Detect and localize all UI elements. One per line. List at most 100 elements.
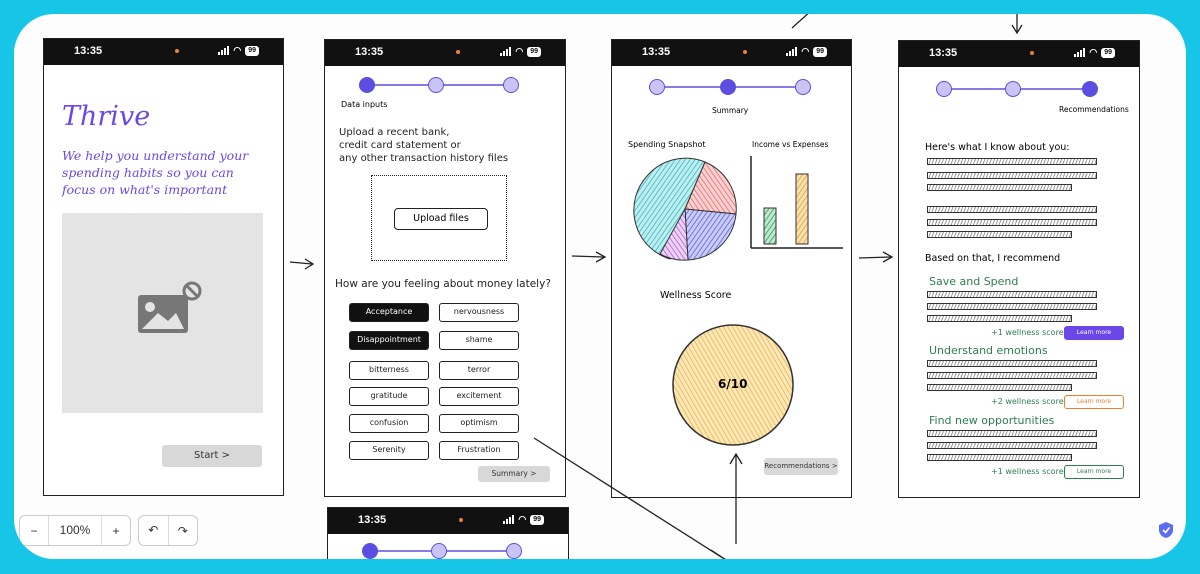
recommendation-title: Save and Spend xyxy=(929,275,1019,288)
feeling-chip[interactable]: shame xyxy=(439,331,519,350)
battery-icon: 99 xyxy=(527,46,541,57)
text-placeholder xyxy=(927,219,1097,226)
text-placeholder xyxy=(927,315,1072,322)
step-1 xyxy=(936,81,952,97)
feeling-chip[interactable]: optimism xyxy=(439,414,519,433)
battery-icon: 99 xyxy=(813,46,827,57)
know-title: Here's what I know about you: xyxy=(925,142,1070,153)
status-icons: ◠ 99 xyxy=(786,46,827,57)
text-placeholder xyxy=(927,372,1097,379)
based-title: Based on that, I recommend xyxy=(925,253,1061,264)
feeling-chip[interactable]: Frustration xyxy=(439,441,519,460)
text-placeholder xyxy=(927,430,1097,437)
wifi-icon: ◠ xyxy=(515,46,524,56)
battery-icon: 99 xyxy=(245,45,259,56)
feeling-chip[interactable]: Disappointment xyxy=(349,331,429,350)
recommendation-title: Understand emotions xyxy=(929,344,1048,357)
text-placeholder xyxy=(927,206,1097,213)
feeling-chip[interactable]: nervousness xyxy=(439,303,519,322)
upload-files-button[interactable]: Upload files xyxy=(394,208,488,230)
status-dot xyxy=(175,49,179,53)
zoom-level[interactable]: 100% xyxy=(48,516,102,545)
wellness-score-badge: +1 wellness score xyxy=(991,467,1064,476)
pie-slice-red xyxy=(684,161,737,215)
text-placeholder xyxy=(927,454,1072,461)
wifi-icon: ◠ xyxy=(1089,47,1098,57)
feeling-chip[interactable]: bitterness xyxy=(349,361,429,380)
feeling-chip[interactable]: excitement xyxy=(439,387,519,406)
step-1 xyxy=(649,79,665,95)
redo-button[interactable]: ↷ xyxy=(177,523,188,538)
progress-stepper xyxy=(362,543,522,559)
text-placeholder xyxy=(927,172,1097,179)
upload-text-line-1: Upload a recent bank, xyxy=(339,127,450,138)
summary-button[interactable]: Summary > xyxy=(478,466,550,482)
status-bar: 13:35 ◠ 99 xyxy=(612,40,851,66)
wifi-icon: ◠ xyxy=(801,46,810,56)
upload-instructions: Upload a recent bank, credit card statem… xyxy=(339,126,508,165)
upload-text-line-2: credit card statement or xyxy=(339,140,461,151)
step-label: Recommendations xyxy=(1059,105,1129,114)
income-expenses-title: Income vs Expenses xyxy=(752,140,829,149)
arrow-3-to-4 xyxy=(858,256,892,259)
zoom-in-button[interactable]: + xyxy=(112,523,120,538)
tagline: We help you understand your spending hab… xyxy=(62,147,248,198)
spending-pie-chart xyxy=(633,157,737,261)
upload-dropzone[interactable]: Upload files xyxy=(371,175,507,261)
status-time: 13:35 xyxy=(74,45,103,57)
step-3 xyxy=(503,77,519,93)
text-placeholder xyxy=(927,231,1072,238)
arrow-2-to-3 xyxy=(571,255,605,258)
learn-more-button[interactable]: Learn more xyxy=(1064,395,1124,409)
status-icons: ◠ 99 xyxy=(503,514,544,525)
step-2 xyxy=(428,77,444,93)
pie-slice-purple xyxy=(659,207,689,261)
start-button[interactable]: Start > xyxy=(162,445,262,467)
feeling-chip[interactable]: Acceptance xyxy=(349,303,429,322)
feeling-chip[interactable]: confusion xyxy=(349,414,429,433)
screen-data-inputs[interactable]: 13:35 ◠ 99 Data inputs Upload a recent b… xyxy=(324,39,566,497)
battery-icon: 99 xyxy=(1101,47,1115,58)
step-label: Summary xyxy=(712,106,749,115)
whiteboard-canvas[interactable]: 13:35 ◠ 99 Thrive We help you understand… xyxy=(14,14,1186,559)
undo-button[interactable]: ↶ xyxy=(139,516,169,545)
wifi-icon: ◠ xyxy=(518,514,527,524)
learn-more-button[interactable]: Learn more xyxy=(1064,326,1124,340)
zoom-out-button[interactable]: − xyxy=(30,523,38,538)
status-bar: 13:35 ◠ 99 xyxy=(44,39,283,65)
step-2-current xyxy=(720,79,736,95)
status-bar: 13:35 ◠ 99 xyxy=(899,41,1139,67)
bar-expenses xyxy=(795,173,809,245)
screen-welcome[interactable]: 13:35 ◠ 99 Thrive We help you understand… xyxy=(43,38,284,496)
app-title: Thrive xyxy=(62,101,151,132)
tagline-line-1: We help you understand your xyxy=(62,148,249,163)
arrow-chip-to-bottom xyxy=(533,437,726,559)
learn-more-button[interactable]: Learn more xyxy=(1064,465,1124,479)
status-time: 13:35 xyxy=(642,46,671,58)
arrow-1-to-2 xyxy=(289,261,313,265)
image-icon xyxy=(138,281,202,333)
recommendations-button[interactable]: Recommendations > xyxy=(764,458,838,475)
image-placeholder xyxy=(62,213,263,413)
step-3-current xyxy=(1082,81,1098,97)
feeling-chip[interactable]: terror xyxy=(439,361,519,380)
signal-icon xyxy=(500,47,512,56)
screen-data-inputs-variant[interactable]: 13:35 ◠ 99 xyxy=(327,507,569,559)
feeling-chip[interactable]: gratitude xyxy=(349,387,429,406)
screen-summary[interactable]: 13:35 ◠ 99 Summary Spending Snapshot Inc… xyxy=(611,39,852,498)
signal-icon xyxy=(1074,48,1086,57)
status-time: 13:35 xyxy=(355,46,384,58)
recommendation-title: Find new opportunities xyxy=(929,414,1055,427)
status-dot xyxy=(1030,51,1034,55)
tagline-line-2: spending habits so you can xyxy=(62,165,234,180)
signal-icon xyxy=(503,515,515,524)
feeling-chip[interactable]: Serenity xyxy=(349,441,429,460)
history-controls: ↶ ↷ xyxy=(138,515,198,546)
shield-icon[interactable] xyxy=(1158,521,1174,539)
upload-text-line-3: any other transaction history files xyxy=(339,153,509,164)
screen-recommendations[interactable]: 13:35 ◠ 99 Recommendations Here's what I… xyxy=(898,40,1140,498)
progress-stepper xyxy=(359,77,519,93)
wellness-score-gauge xyxy=(672,324,794,446)
status-time: 13:35 xyxy=(929,47,958,59)
status-icons: ◠ 99 xyxy=(218,45,259,56)
